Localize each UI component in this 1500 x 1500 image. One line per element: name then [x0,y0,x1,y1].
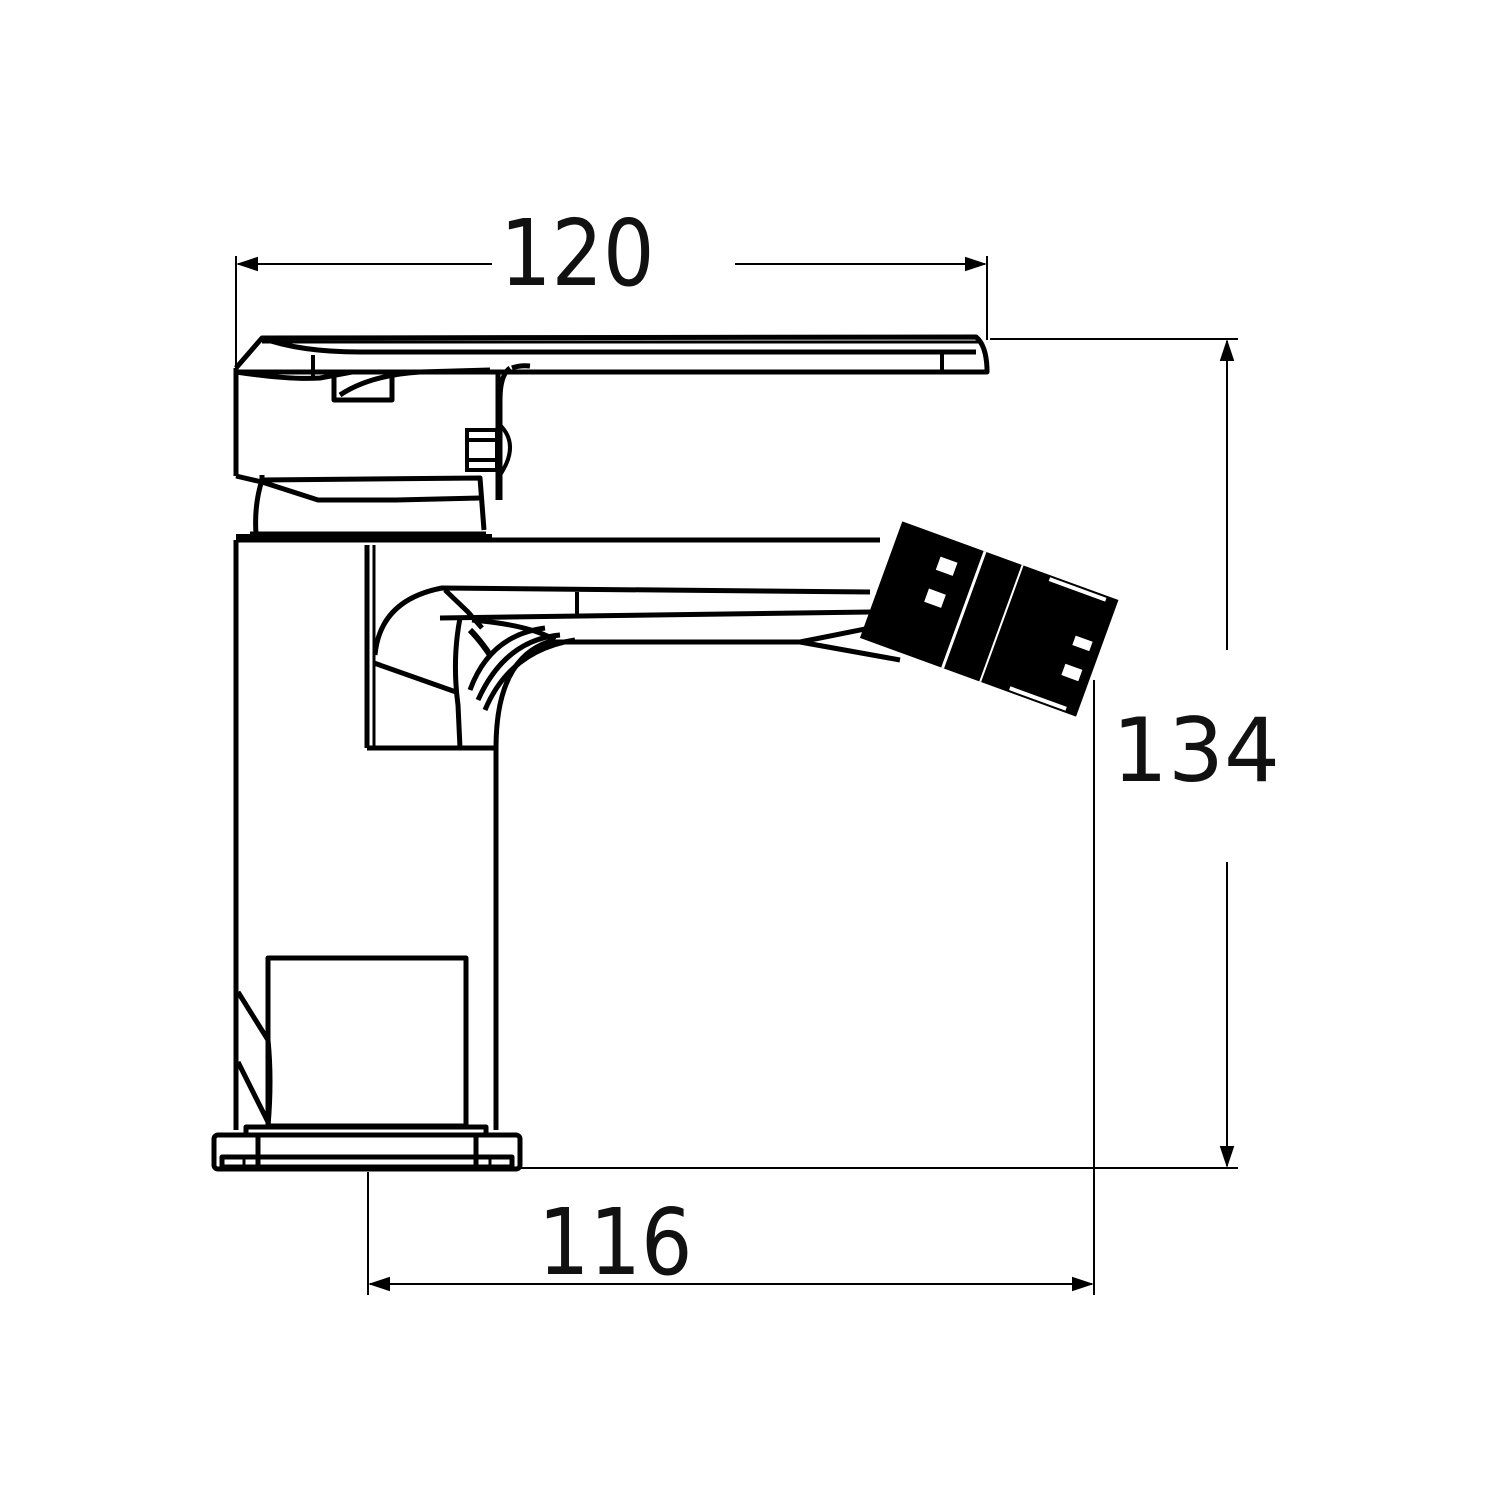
dimension-label-spout-reach: 116 [538,1189,693,1296]
base-plate [211,1124,523,1172]
dimension-height [520,338,1238,1169]
dimension-width-top [235,256,988,380]
aerator-nozzle [859,521,1119,717]
dimension-label-width-top: 120 [500,200,655,307]
screw-detail [465,423,512,477]
cartridge-cap [235,473,492,538]
dimension-width-bottom [367,680,1095,1295]
spout [372,585,911,749]
tap-body [233,537,880,1130]
lever-handle [233,334,990,500]
dimension-label-height: 134 [1112,699,1280,802]
